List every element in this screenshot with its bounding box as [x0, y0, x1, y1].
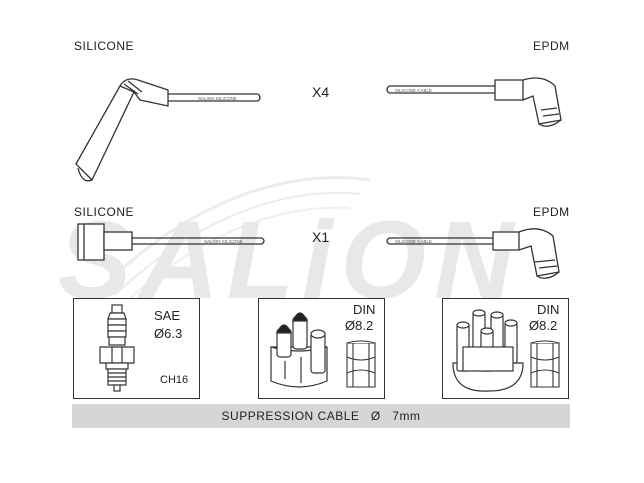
panel-2-size: Ø8.2: [345, 318, 374, 333]
top-right-material-label: EPDM: [533, 39, 570, 53]
panel-2-standard: DIN: [353, 302, 376, 317]
silicone-angled-boot-icon: SALION SILICONE: [75, 78, 261, 182]
cable-spec-bar: SUPPRESSION CABLE Ø 7mm: [72, 404, 570, 428]
svg-text:SALION SILICONE: SALION SILICONE: [198, 96, 237, 101]
din-connector-icon: [346, 340, 376, 388]
distributor-cap-multi-icon: [452, 309, 524, 392]
cable-spec-size: 7mm: [392, 409, 421, 423]
panel-1-standard: SAE: [154, 308, 181, 323]
epdm-angled-boot-icon: SILICONE CABLE: [386, 77, 562, 127]
panel-3-standard: DIN: [537, 302, 560, 317]
din-terminal-panel-2: DIN Ø8.2: [442, 298, 569, 399]
panel-1-size: Ø6.3: [154, 326, 183, 341]
bottom-left-material-label: SILICONE: [74, 205, 135, 219]
cable-spec-symbol: Ø: [370, 409, 381, 423]
svg-text:SILICONE CABLE: SILICONE CABLE: [395, 88, 432, 93]
cable-spec-label: SUPPRESSION CABLE: [221, 409, 360, 423]
spark-plug-icon: [99, 304, 135, 392]
top-multiplier: X4: [312, 84, 330, 100]
panel-1-hex-size: CH16: [160, 374, 189, 386]
silicone-straight-terminal-icon: SALION SILICONE: [77, 223, 265, 261]
svg-text:SILICONE CABLE: SILICONE CABLE: [395, 239, 432, 244]
din-terminal-panel-1: DIN Ø8.2: [258, 298, 385, 399]
distributor-cap-icon: [270, 312, 328, 388]
svg-text:SALION SILICONE: SALION SILICONE: [204, 239, 243, 244]
din-connector-icon-2: [530, 340, 560, 388]
bottom-right-material-label: EPDM: [533, 205, 570, 219]
top-left-material-label: SILICONE: [74, 39, 135, 53]
sae-terminal-panel: SAE Ø6.3 CH16: [73, 298, 200, 399]
panel-3-size: Ø8.2: [529, 318, 558, 333]
epdm-angled-boot-icon-2: SILICONE CABLE: [386, 228, 560, 279]
bottom-multiplier: X1: [312, 229, 330, 245]
